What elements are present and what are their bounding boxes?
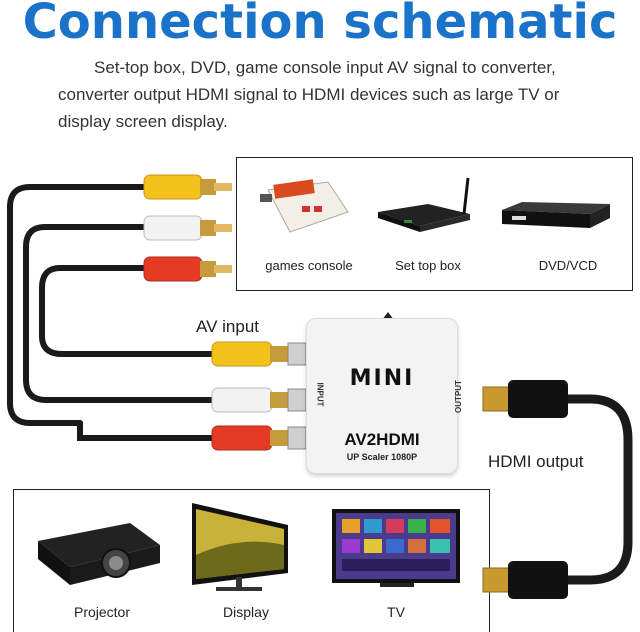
source-label-games-console: games console (265, 258, 353, 273)
av2hdmi-adapter: MINI AV2HDMI UP Scaler 1080P INPUT OUTPU… (306, 318, 463, 474)
av-cable-yellow (39, 265, 217, 357)
adapter-input-label: INPUT (315, 382, 325, 407)
tv-icon (332, 509, 460, 587)
adapter-model: AV2HDMI (344, 430, 420, 449)
hdmi-output-label: HDMI output (488, 452, 584, 471)
display-label-tv: TV (387, 604, 405, 620)
rca-plug-yellow-top (143, 174, 232, 200)
description-line-3: display screen display. (58, 112, 228, 131)
display-icons (38, 503, 460, 591)
projector-icon (38, 523, 160, 585)
description-line-1: Set-top box, DVD, game console input AV … (94, 58, 556, 77)
page-title: Connection schematic (22, 0, 618, 50)
description: Set-top box, DVD, game console input AV … (58, 54, 618, 135)
adapter-logo: MINI (349, 366, 415, 391)
set-top-box-icon (378, 177, 470, 232)
hdmi-cable (563, 394, 633, 585)
display-label-projector: Projector (73, 604, 131, 620)
rca-plug-red-top (143, 256, 232, 282)
source-icons (260, 177, 610, 233)
source-label-set-top-box: Set top box (395, 258, 461, 273)
av-input-label: AV input (196, 317, 260, 336)
adapter-output-label: OUTPUT (453, 380, 463, 413)
source-label-dvd: DVD/VCD (538, 258, 598, 273)
monitor-icon (192, 503, 288, 591)
description-line-2: converter output HDMI signal to HDMI dev… (58, 85, 560, 104)
av-cable-white (23, 224, 217, 403)
rca-plug-yellow-adapter (211, 341, 307, 367)
rca-plug-red-adapter (211, 425, 307, 451)
av-cable-outer (7, 184, 151, 426)
rca-plug-white-top (143, 215, 232, 241)
rca-plug-white-adapter (211, 387, 307, 413)
dvd-player-icon (502, 202, 610, 228)
game-console-icon (260, 179, 349, 233)
display-label-display: Display (223, 604, 269, 620)
adapter-subtitle: UP Scaler 1080P (346, 452, 418, 462)
hdmi-connector-top (482, 380, 568, 418)
hdmi-connector-bottom (482, 561, 568, 599)
